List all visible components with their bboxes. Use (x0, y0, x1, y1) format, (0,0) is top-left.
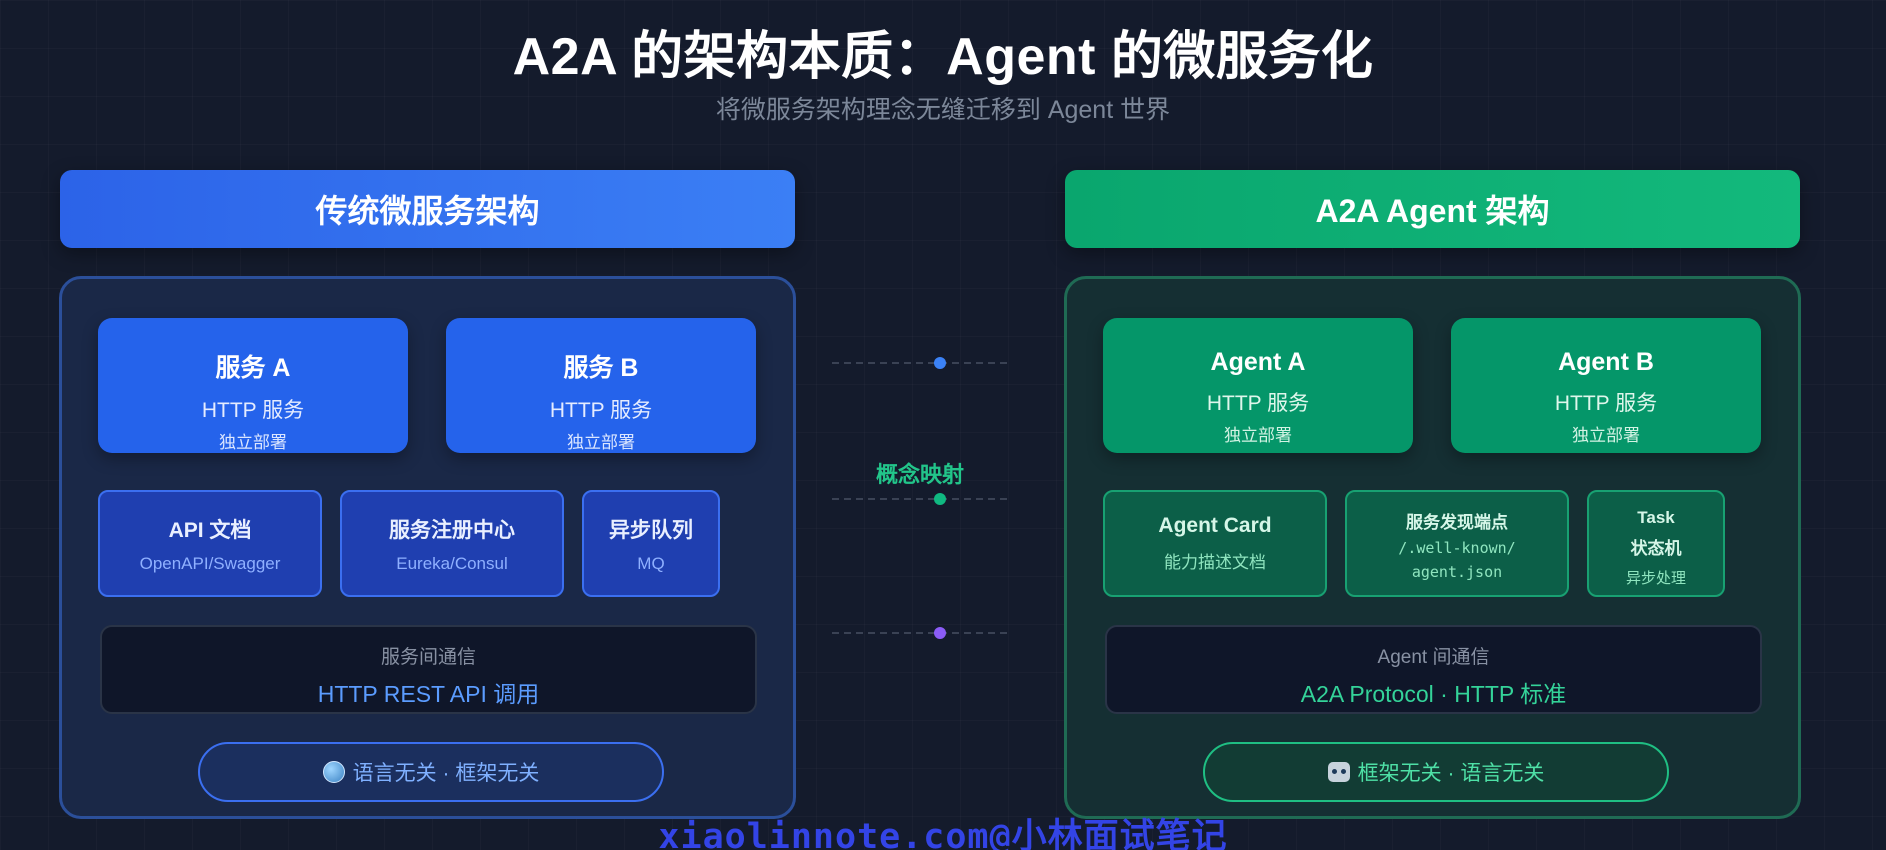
connector-services (832, 357, 1008, 369)
service-name: 服务 B (563, 354, 639, 382)
connector-communication (832, 627, 1008, 639)
component-name: 服务注册中心 (389, 519, 515, 542)
service-b-card: 服务 B HTTP 服务 独立部署 (446, 318, 756, 453)
connector-dot (934, 357, 946, 369)
agent-b-card: Agent B HTTP 服务 独立部署 (1451, 318, 1761, 453)
a2a-column-header: A2A Agent 架构 (1065, 170, 1800, 248)
component-desc: Eureka/Consul (396, 554, 508, 573)
pill-text: 框架无关 · 语言无关 (1357, 762, 1545, 785)
language-agnostic-pill: 语言无关 · 框架无关 (198, 742, 664, 802)
comm-label: Agent 间通信 (1377, 647, 1490, 668)
component-name-line2: 状态机 (1630, 539, 1682, 558)
agent-name: Agent A (1210, 348, 1306, 376)
component-name: API 文档 (168, 519, 252, 542)
agent-comm-box: Agent 间通信 A2A Protocol · HTTP 标准 (1105, 625, 1762, 714)
comm-value: A2A Protocol · HTTP 标准 (1300, 681, 1567, 707)
connector-dot (934, 493, 946, 505)
registry-box: 服务注册中心 Eureka/Consul (340, 490, 564, 597)
component-name: 服务发现端点 (1406, 513, 1508, 532)
service-deploy: 独立部署 (219, 433, 287, 452)
service-kind: HTTP 服务 (201, 399, 305, 422)
component-desc: 异步处理 (1625, 570, 1686, 587)
page-subtitle: 将微服务架构理念无缝迁移到 Agent 世界 (715, 96, 1171, 124)
agent-kind: HTTP 服务 (1554, 392, 1658, 415)
agent-card-box: Agent Card 能力描述文档 (1103, 490, 1327, 597)
task-state-machine-box: Task 状态机 异步处理 (1587, 490, 1725, 597)
framework-agnostic-pill: 框架无关 · 语言无关 (1203, 742, 1669, 802)
pill-text: 语言无关 · 框架无关 (352, 762, 540, 785)
agent-deploy: 独立部署 (1224, 426, 1292, 445)
service-kind: HTTP 服务 (549, 399, 653, 422)
agent-deploy: 独立部署 (1572, 426, 1640, 445)
service-name: 服务 A (215, 354, 291, 382)
component-name: Agent Card (1158, 514, 1272, 537)
connector-line (832, 632, 1008, 634)
component-desc: MQ (637, 554, 665, 573)
a2a-panel: Agent A HTTP 服务 独立部署 Agent B HTTP 服务 独立部… (1064, 276, 1801, 819)
component-desc: OpenAPI/Swagger (139, 554, 281, 573)
async-queue-box: 异步队列 MQ (582, 490, 720, 597)
component-name-line1: Task (1637, 508, 1675, 527)
concept-mapping-label: 概念映射 (875, 462, 964, 487)
service-comm-box: 服务间通信 HTTP REST API 调用 (100, 625, 757, 714)
agent-kind: HTTP 服务 (1206, 392, 1310, 415)
component-name: 异步队列 (609, 519, 693, 542)
watermark: xiaolinnote.com@小林面试笔记 (658, 817, 1228, 850)
robot-icon (1327, 762, 1350, 782)
api-doc-box: API 文档 OpenAPI/Swagger (98, 490, 322, 597)
connector-dot (934, 627, 946, 639)
connector-line (832, 362, 1008, 364)
agent-a-card: Agent A HTTP 服务 独立部署 (1103, 318, 1413, 453)
globe-icon (322, 761, 345, 783)
comm-label: 服务间通信 (380, 647, 476, 668)
component-desc-line1: /.well-known/ (1398, 539, 1516, 557)
connector-components (832, 493, 1008, 505)
service-a-card: 服务 A HTTP 服务 独立部署 (98, 318, 408, 453)
comm-value: HTTP REST API 调用 (317, 681, 540, 707)
page-title: A2A 的架构本质：Agent 的微服务化 (512, 28, 1374, 86)
discovery-endpoint-box: 服务发现端点 /.well-known/ agent.json (1345, 490, 1569, 597)
microservice-panel: 服务 A HTTP 服务 独立部署 服务 B HTTP 服务 独立部署 API … (59, 276, 796, 819)
agent-name: Agent B (1558, 348, 1654, 376)
service-deploy: 独立部署 (567, 433, 635, 452)
component-desc: 能力描述文档 (1164, 553, 1266, 572)
component-desc-line2: agent.json (1411, 563, 1503, 581)
connector-line (832, 498, 1008, 500)
microservice-column-header: 传统微服务架构 (60, 170, 795, 248)
